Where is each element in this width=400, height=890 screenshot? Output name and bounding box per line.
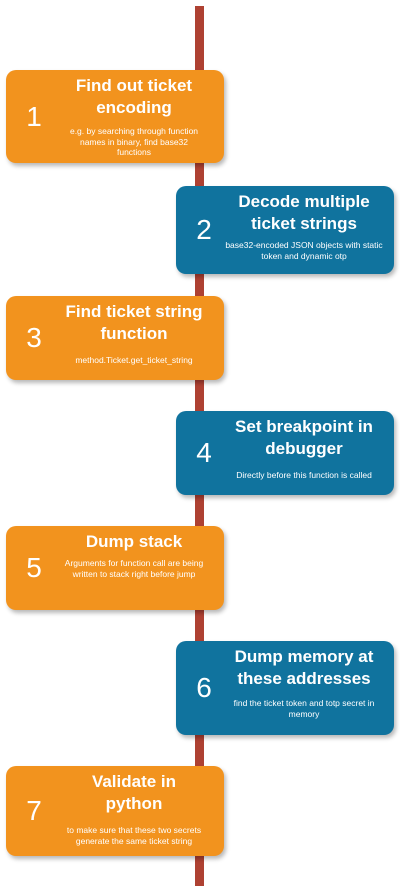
step-title: Validate in python: [91, 772, 177, 813]
step-number: 2: [196, 214, 212, 245]
step-5: 5 Dump stack Arguments for function call…: [6, 526, 224, 610]
step-description: Directly before this function is called: [236, 470, 372, 480]
step-title: Find ticket string function: [65, 302, 203, 343]
step-3: 3 Find ticket string function method.Tic…: [6, 296, 224, 380]
step-title: Find out ticket encoding: [75, 76, 193, 117]
step-number: 4: [196, 437, 212, 468]
step-2: 2 Decode multiple ticket strings base32-…: [176, 186, 394, 274]
step-number: 1: [26, 100, 42, 132]
step-title: Dump stack: [85, 532, 183, 551]
step-number: 3: [26, 322, 42, 353]
step-6: 6 Dump memory at these addresses find th…: [176, 641, 394, 735]
step-description: Arguments for function call are being wr…: [64, 558, 204, 579]
step-description: to make sure that these two secrets gene…: [66, 825, 202, 846]
step-description: find the ticket token and totp secret in…: [233, 698, 375, 719]
step-title: Set breakpoint in debugger: [235, 417, 373, 458]
step-description: method.Ticket.get_ticket_string: [75, 355, 193, 365]
step-7: 7 Validate in python to make sure that t…: [6, 766, 224, 856]
step-number: 6: [196, 672, 212, 703]
step-number: 5: [26, 552, 42, 583]
step-1: 1 Find out ticket encoding e.g. by searc…: [6, 70, 224, 163]
step-title: Decode multiple ticket strings: [238, 192, 370, 233]
step-number: 7: [26, 795, 42, 826]
step-title: Dump memory at these addresses: [234, 647, 374, 688]
step-4: 4 Set breakpoint in debugger Directly be…: [176, 411, 394, 495]
step-description: e.g. by searching through function names…: [69, 126, 199, 157]
step-description: base32-encoded JSON objects with static …: [225, 240, 383, 261]
